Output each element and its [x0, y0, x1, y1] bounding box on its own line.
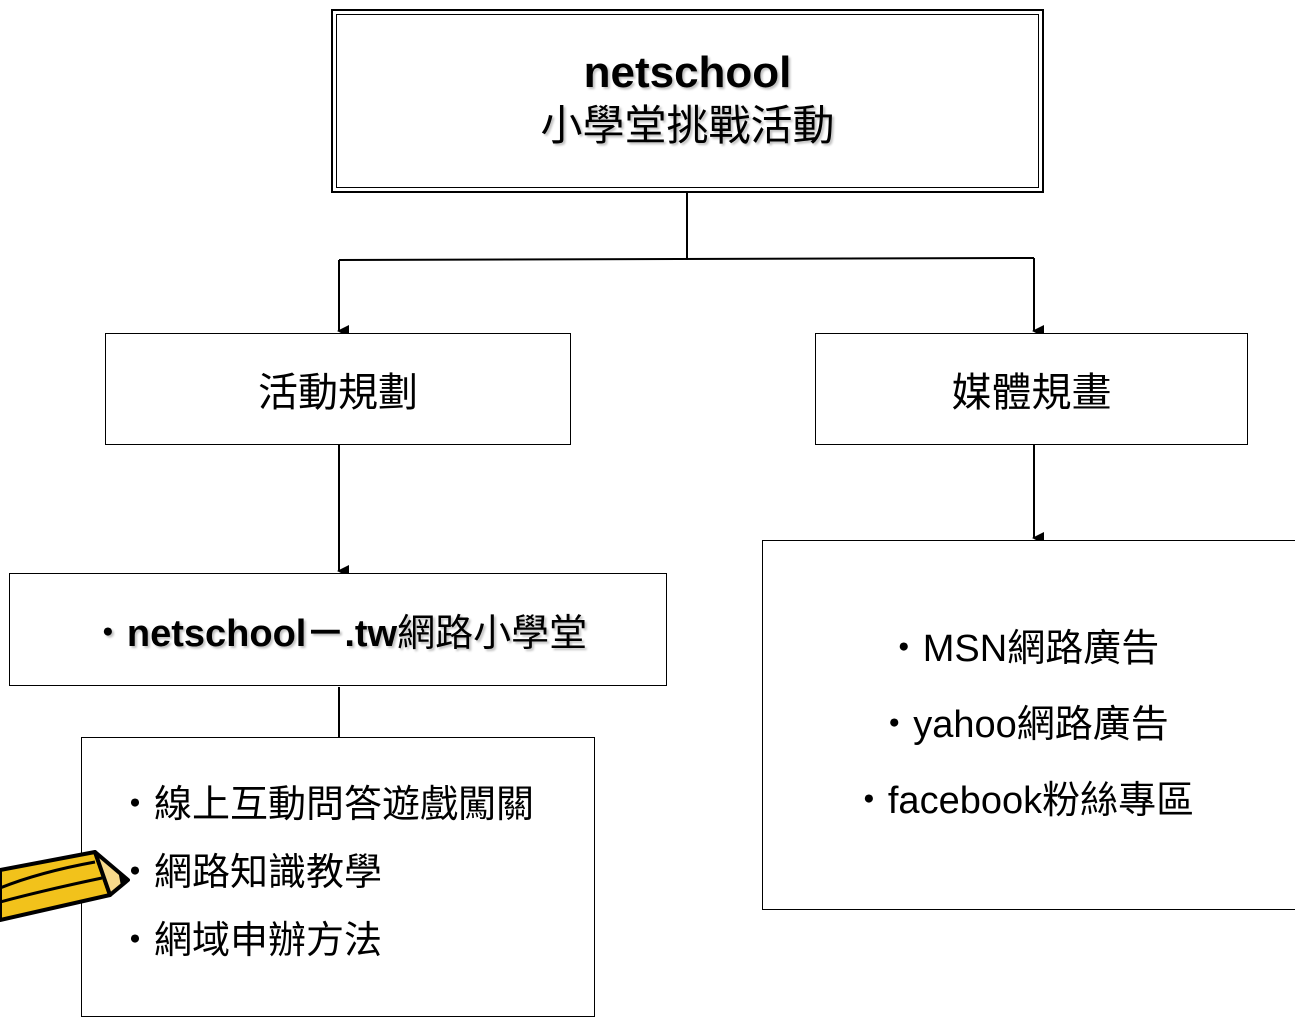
pencil-icon [0, 850, 130, 922]
activity-planning-node: 活動規劃 [105, 333, 571, 445]
media-item-facebook: ・facebook粉絲專區 [849, 780, 1195, 822]
activity-item-quiz: ・線上互動問答遊戲闖關 [116, 782, 535, 826]
site-name-en: netschool－.tw [126, 613, 398, 655]
activity-items-node: ・線上互動問答遊戲闖關 ・網路知識教學 ・網域申辦方法 [81, 737, 595, 1017]
site-bullet: ・ [88, 611, 127, 655]
site-name-zh: 網路小學堂 [397, 611, 588, 655]
root-subtitle: 小學堂挑戰活動 [540, 101, 835, 150]
activity-planning-label: 活動規劃 [258, 370, 418, 416]
activity-item-teaching: ・網路知識教學 [116, 850, 383, 894]
root-node: netschool 小學堂挑戰活動 [331, 9, 1044, 193]
media-planning-node: 媒體規畫 [815, 333, 1248, 445]
media-items-node: ・MSN網路廣告 ・yahoo網路廣告 ・facebook粉絲專區 [762, 540, 1295, 910]
media-planning-label: 媒體規畫 [951, 370, 1112, 416]
activity-item-domain: ・網域申辦方法 [116, 918, 383, 962]
root-node-inner: netschool 小學堂挑戰活動 [336, 14, 1039, 188]
root-title: netschool [583, 48, 792, 97]
horizontal-branch-line [338, 257, 1035, 261]
media-item-msn: ・MSN網路廣告 [884, 628, 1160, 670]
media-item-yahoo: ・yahoo網路廣告 [875, 704, 1169, 746]
